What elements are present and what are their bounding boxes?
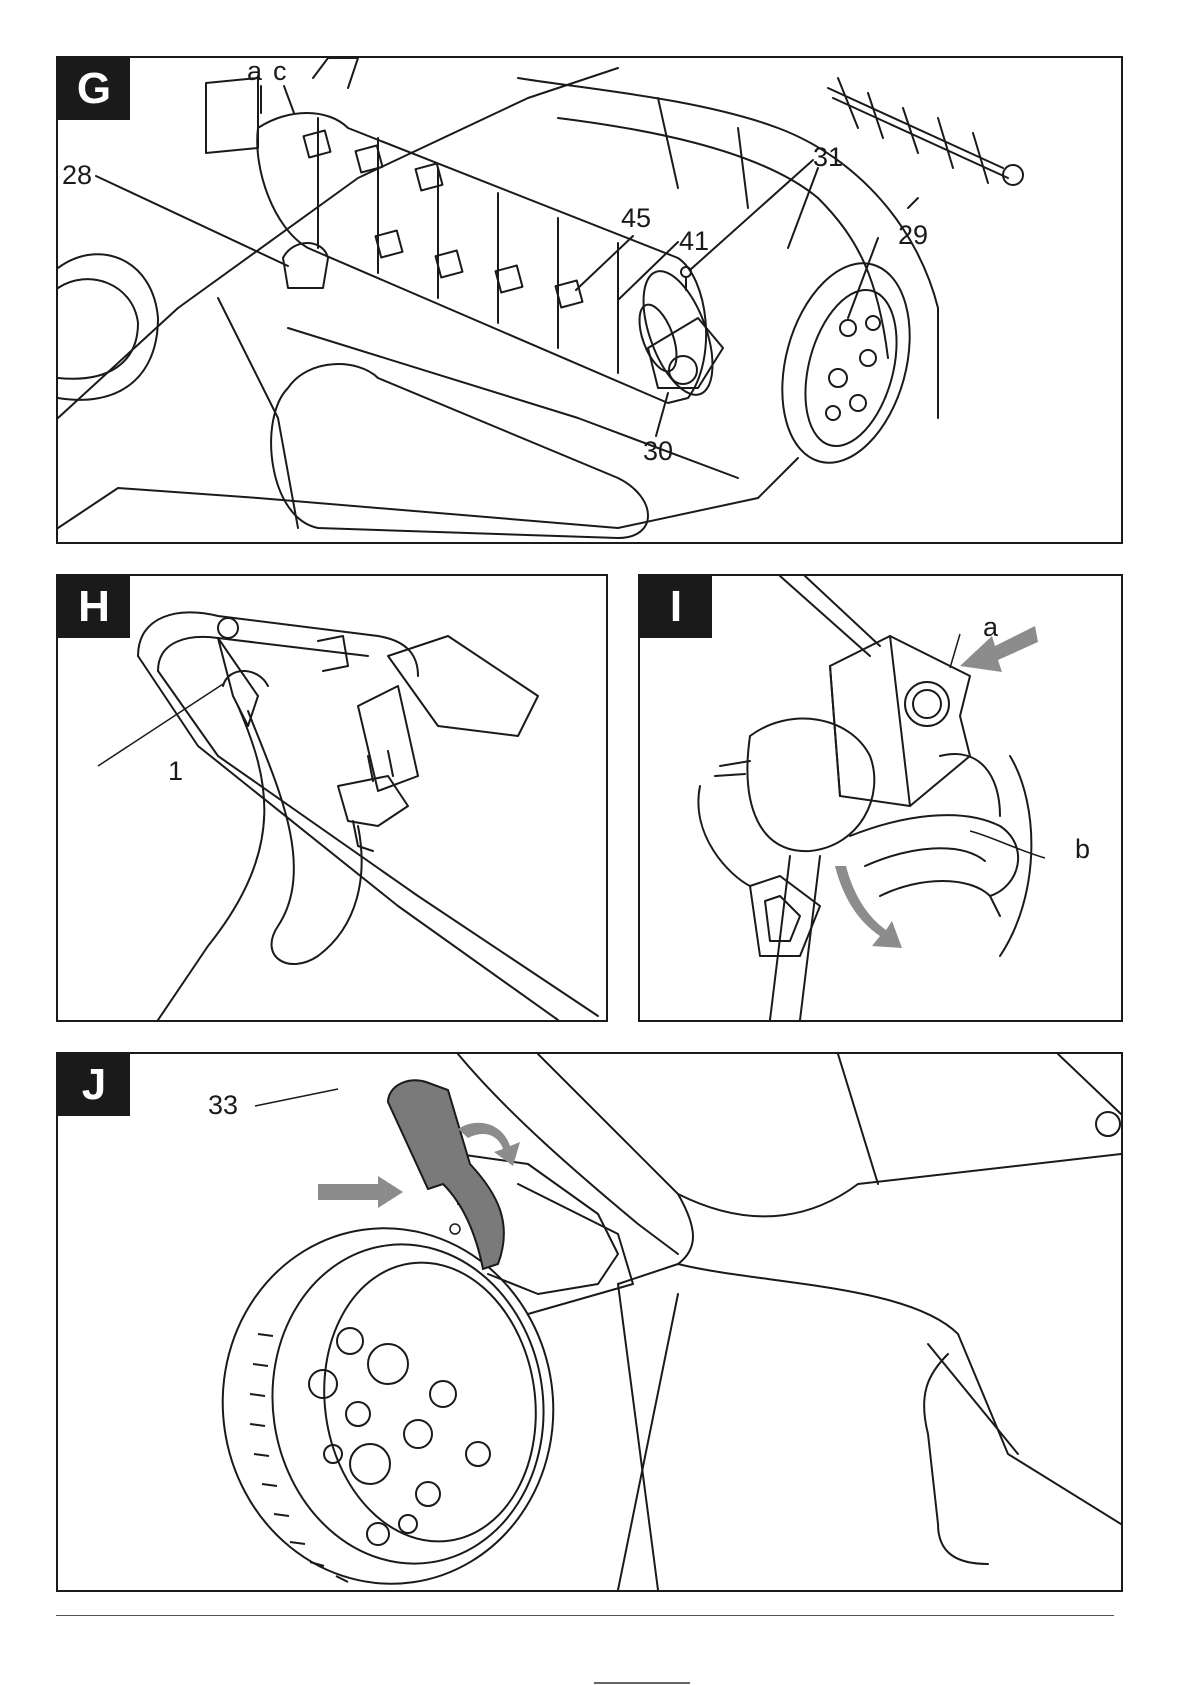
panel-i: I a b [638, 574, 1123, 1022]
callout-1: 1 [168, 758, 183, 785]
callout-33: 33 [208, 1092, 238, 1119]
height-adjustment-illustration [58, 1054, 1121, 1590]
panel-h: H 1 [56, 574, 608, 1022]
panel-j-tag: J [58, 1054, 130, 1116]
scarifier-roller-illustration [58, 58, 1121, 542]
callout-switch-b: b [1075, 836, 1090, 863]
callout-28: 28 [62, 162, 92, 189]
callout-switch-a: a [983, 614, 998, 641]
pull-arrow [835, 866, 902, 948]
callout-a: a [247, 58, 262, 85]
callout-41: 41 [679, 228, 709, 255]
switch-operation-illustration [640, 576, 1121, 1020]
panel-g: G a c 28 31 45 41 29 30 [56, 56, 1123, 544]
callout-30: 30 [643, 438, 673, 465]
callout-45: 45 [621, 205, 651, 232]
panel-i-tag: I [640, 576, 712, 638]
footer-mark [594, 1682, 690, 1684]
footer-rule [56, 1615, 1114, 1616]
lever-direction-arrow [318, 1176, 403, 1208]
panel-j: J 33 [56, 1052, 1123, 1592]
panel-h-tag: H [58, 576, 130, 638]
cable-strain-relief-illustration [58, 576, 606, 1020]
panel-g-tag: G [58, 58, 130, 120]
callout-31: 31 [813, 144, 843, 171]
callout-29: 29 [898, 222, 928, 249]
callout-c: c [273, 58, 287, 85]
press-arrow [960, 626, 1038, 672]
